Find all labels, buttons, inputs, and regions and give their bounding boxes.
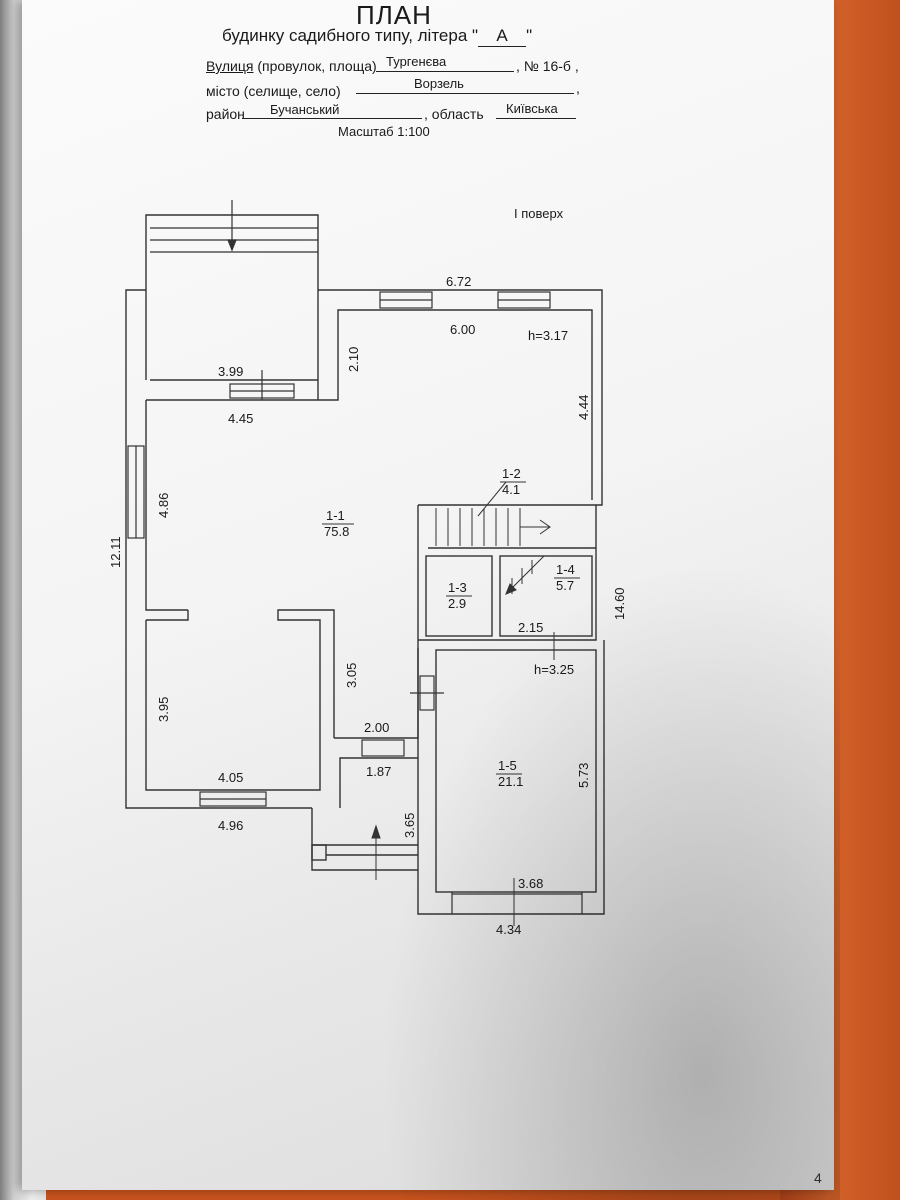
region-label: , область: [424, 106, 484, 122]
dim-garage-434: 4.34: [496, 922, 521, 937]
street-underline: [376, 71, 514, 72]
plan-walls: [125, 214, 605, 915]
entry-inner: [339, 757, 418, 808]
leaders: [371, 632, 555, 926]
interior-wall-room-left: [146, 610, 189, 621]
street-label: (провулок, площа): [253, 58, 377, 74]
dim-overall-left: 12.11: [108, 536, 123, 568]
litera-value: А: [478, 26, 527, 47]
interior-wall-left: [145, 400, 188, 611]
dim-bottom-496: 4.96: [218, 818, 243, 833]
document-page: [22, 0, 834, 1190]
district-value: Бучанський: [270, 102, 340, 117]
dim-left-486: 4.86: [156, 493, 171, 518]
dim-left-395: 3.95: [156, 697, 171, 722]
height-lower: h=3.25: [534, 662, 574, 677]
floor-label: I поверх: [514, 206, 564, 221]
entry-outline: [311, 808, 418, 871]
city-value: Ворзель: [414, 76, 464, 91]
dim-top-outer: 6.72: [446, 274, 471, 289]
stair-block-right: [418, 505, 597, 641]
room-1-3-outline: [425, 555, 493, 637]
interior-wall-room-bottom: [145, 609, 335, 791]
room-1-5-area: 21.1: [498, 774, 523, 789]
room-1-3-id: 1-3: [448, 580, 467, 595]
plan-subtitle: будинку садибного типу, літера "А": [222, 26, 532, 47]
dim-entry-200: 2.00: [364, 720, 389, 735]
dim-garage-368: 3.68: [518, 876, 543, 891]
street-value: Тургенєва: [386, 54, 447, 69]
terrace-steps: [150, 200, 318, 253]
room-1-4-area: 5.7: [556, 578, 574, 593]
room-1-1-area: 75.8: [324, 524, 349, 539]
dim-bottom-405: 4.05: [218, 770, 243, 785]
dim-terrace-depth: 2.10: [346, 347, 361, 372]
windows: [127, 291, 583, 914]
entry-landing: [311, 844, 327, 861]
region-value: Київська: [506, 101, 558, 116]
room-1-5-id: 1-5: [498, 758, 517, 773]
room-1-1-id: 1-1: [326, 508, 345, 523]
dim-top-inner: 6.00: [450, 322, 475, 337]
dim-right-444: 4.44: [576, 395, 591, 420]
room-1-2-id: 1-2: [502, 466, 521, 481]
district-underline: [242, 118, 422, 119]
region-underline: [496, 118, 576, 119]
garage-inner: [435, 649, 597, 893]
plan-title: ПЛАН: [356, 0, 432, 30]
house-number: , № 16-б ,: [516, 58, 579, 74]
city-underline: [356, 93, 574, 94]
dim-terrace-width: 3.99: [218, 364, 243, 379]
room-1-4-id: 1-4: [556, 562, 575, 577]
room-1-4-outline: [499, 555, 593, 637]
stair-block: [334, 505, 419, 739]
dim-entry-187: 1.87: [366, 764, 391, 779]
exterior-wall-left: [125, 289, 312, 809]
dim-mid-305: 3.05: [344, 663, 359, 688]
dim-overall-right: 14.60: [612, 587, 627, 620]
street-row: Вулиця (провулок, площа): [206, 58, 377, 74]
dim-entry-365: 3.65: [402, 813, 417, 838]
window-entry: [361, 739, 405, 757]
interior-wall-left-top: [146, 309, 593, 500]
room-1-2-area: 4.1: [502, 482, 520, 497]
subtitle-suffix: ": [526, 26, 533, 45]
district-label: район: [206, 106, 245, 122]
exterior-wall-top-right: [318, 289, 603, 506]
subtitle-prefix: будинку садибного типу, літера ": [222, 26, 479, 45]
page-number: 4: [814, 1170, 822, 1186]
interior-stairs: [435, 481, 551, 595]
dim-garage-573: 5.73: [576, 763, 591, 788]
dim-room-215: 2.15: [518, 620, 543, 635]
dim-wall-445: 4.45: [228, 411, 253, 426]
city-label: місто (селище, село): [206, 83, 341, 99]
garage-outline: [417, 640, 605, 915]
street-label-underlined: Вулиця: [206, 58, 254, 74]
city-comma: ,: [576, 80, 580, 96]
room-1-3-area: 2.9: [448, 596, 466, 611]
height-upper: h=3.17: [528, 328, 568, 343]
scale-label: Масштаб 1:100: [338, 124, 430, 139]
